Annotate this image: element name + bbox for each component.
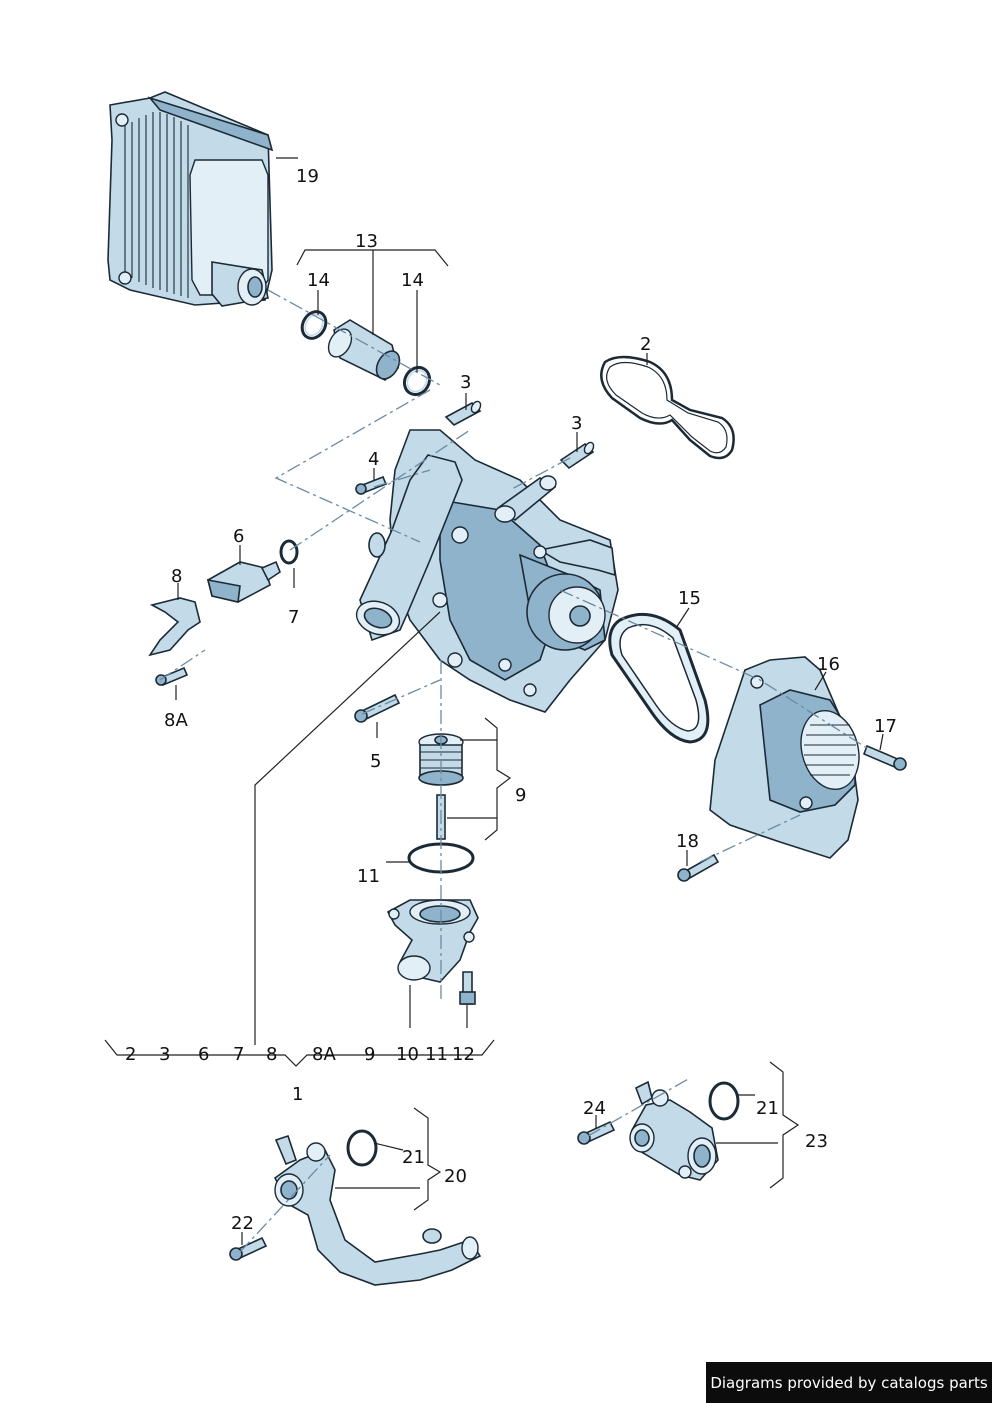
- retaining-clip-drawing: [148, 597, 201, 687]
- callout-14-left: 14: [307, 270, 330, 291]
- group-1-item-10: 10: [396, 1044, 419, 1065]
- coolant-pipe-drawing: [229, 1129, 482, 1286]
- callout-11: 11: [357, 866, 380, 887]
- callout-9: 9: [515, 785, 526, 806]
- callout-23: 23: [805, 1131, 828, 1152]
- callout-17: 17: [874, 716, 897, 737]
- callout-7: 7: [288, 607, 299, 628]
- group-1-item-11: 11: [425, 1044, 448, 1065]
- group-1-item-7: 7: [233, 1044, 244, 1065]
- temperature-sensor-drawing: [206, 539, 299, 603]
- callout-20: 20: [444, 1166, 467, 1187]
- water-pump-housing-drawing: [355, 429, 619, 713]
- belt-cover-drawing: [709, 656, 860, 859]
- callout-8a: 8A: [164, 710, 188, 731]
- callout-16: 16: [817, 654, 840, 675]
- callout-15: 15: [678, 588, 701, 609]
- footer-credit: Diagrams provided by catalogs parts: [706, 1362, 992, 1403]
- connector-pipe-drawing: [300, 310, 432, 397]
- group-1-item-3: 3: [159, 1044, 170, 1065]
- callout-21-left: 21: [402, 1147, 425, 1168]
- callout-18: 18: [676, 831, 699, 852]
- callout-2: 2: [640, 334, 651, 355]
- callout-6: 6: [233, 526, 244, 547]
- callout-22: 22: [231, 1213, 254, 1234]
- toothed-belt-drawing: [608, 612, 710, 744]
- group-1-label: 1: [292, 1084, 303, 1105]
- callout-8: 8: [171, 566, 182, 587]
- group-1-item-8: 8: [266, 1044, 277, 1065]
- bolt-5-drawing: [354, 693, 401, 723]
- leader-lines: [104, 157, 884, 1245]
- callout-labels: 19 13 14 14 2 3 3 4 6 7 8 8A 5 9 11 15 1…: [125, 166, 897, 1234]
- gasket-drawing: [600, 355, 735, 460]
- dowel-sleeves-drawing: [444, 400, 595, 470]
- footer-credit-text: Diagrams provided by catalogs parts: [710, 1373, 988, 1392]
- group-1-item-6: 6: [198, 1044, 209, 1065]
- thermostat-housing-drawing: [386, 842, 479, 1005]
- group-1-item-9: 9: [364, 1044, 375, 1065]
- bolt-4-drawing: [355, 475, 388, 495]
- bolt-18-drawing: [677, 853, 720, 882]
- callout-21-right: 21: [756, 1098, 779, 1119]
- callout-3-left: 3: [460, 372, 471, 393]
- bolt-17-drawing: [862, 744, 907, 771]
- group-1-item-8a: 8A: [312, 1044, 336, 1065]
- coolant-flange-drawing: [577, 1080, 740, 1181]
- callout-13: 13: [355, 231, 378, 252]
- callout-14-right: 14: [401, 270, 424, 291]
- group-1-item-2: 2: [125, 1044, 136, 1065]
- callout-24: 24: [583, 1098, 606, 1119]
- callout-19: 19: [296, 166, 319, 187]
- callout-5: 5: [370, 751, 381, 772]
- assembly-axis-lines: [159, 289, 871, 1253]
- oil-cooler-drawing: [107, 91, 274, 307]
- callout-4: 4: [368, 449, 379, 470]
- group-1-item-12: 12: [452, 1044, 475, 1065]
- callout-3-right: 3: [571, 413, 582, 434]
